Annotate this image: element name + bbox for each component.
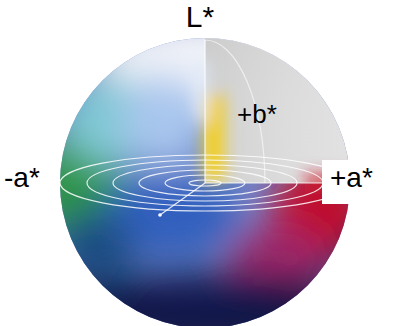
axis-label: -a* [4, 164, 40, 192]
label-patch [322, 160, 399, 204]
axis-label: L* [186, 2, 214, 32]
axis-label: +b* [237, 101, 277, 127]
axis-label: +a* [330, 164, 373, 192]
